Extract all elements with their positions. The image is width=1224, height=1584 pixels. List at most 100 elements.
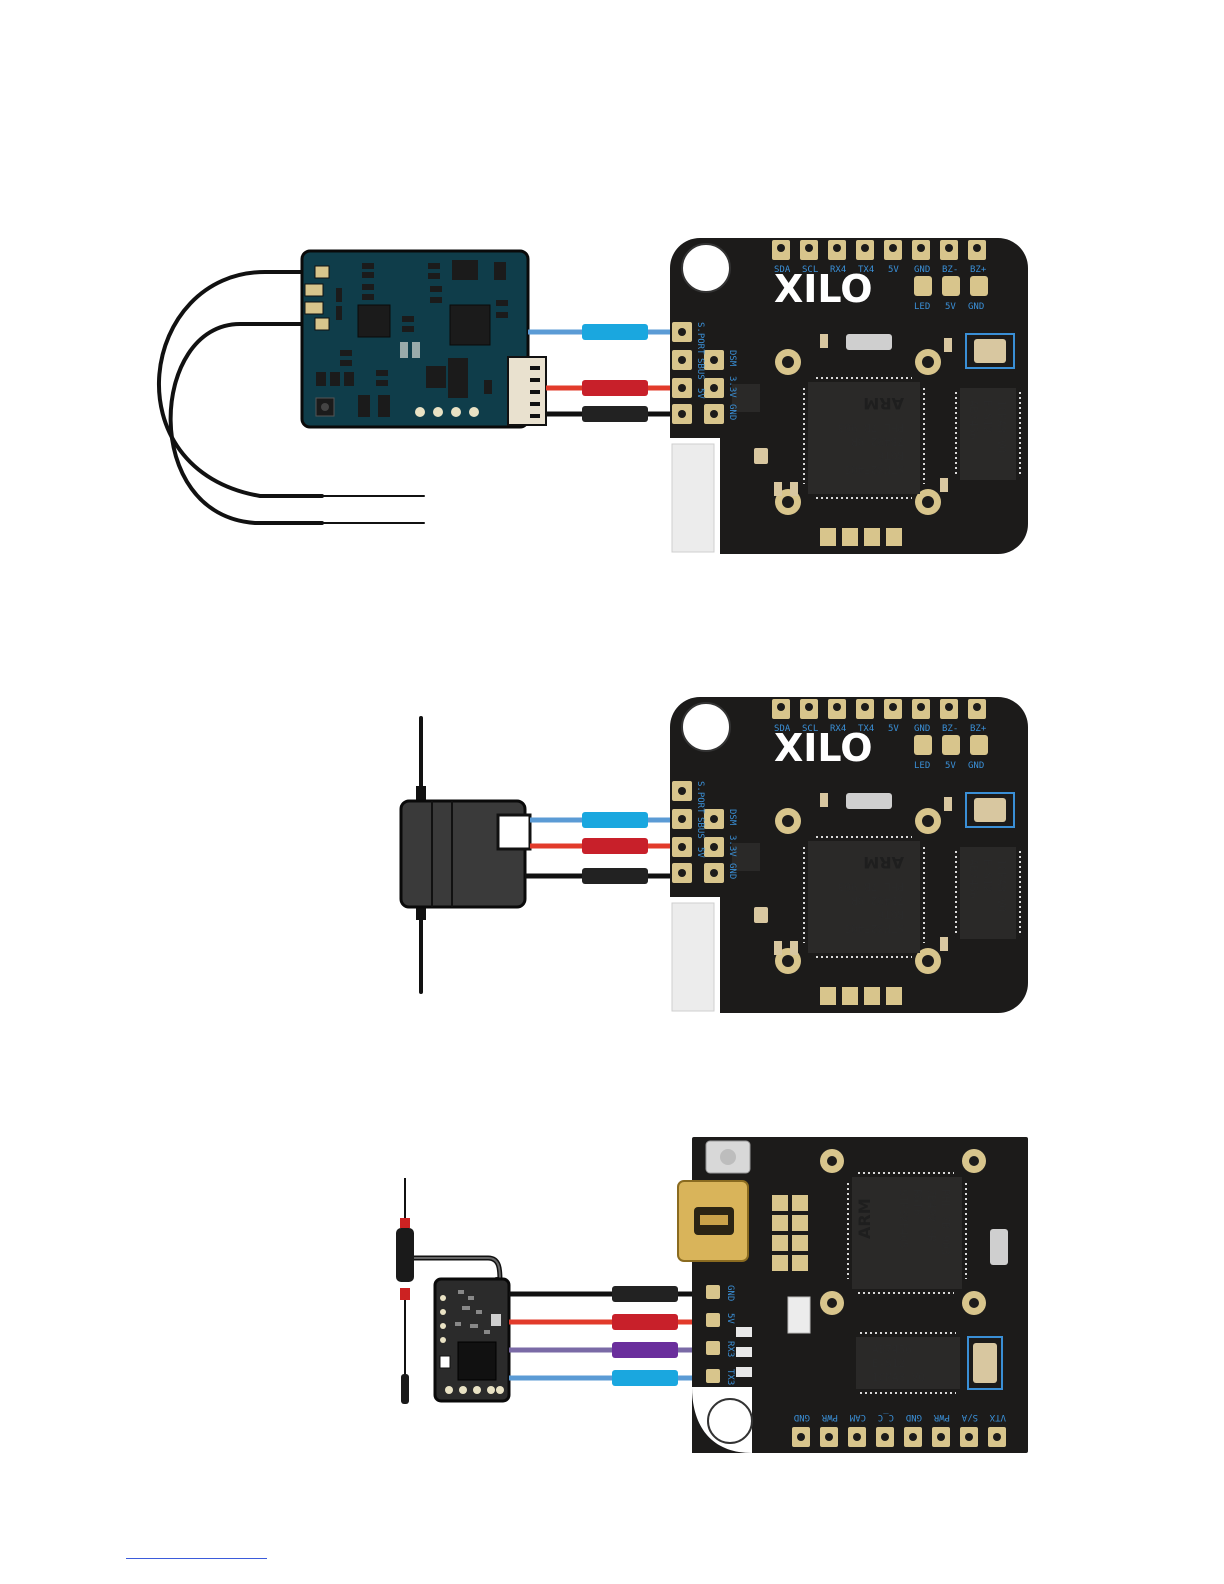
pad-label: LED bbox=[914, 302, 930, 312]
mcu-label: RGT6 bbox=[878, 908, 905, 921]
mcu-label: 7B492 9R bbox=[851, 435, 904, 448]
pad-label: GND bbox=[725, 1285, 735, 1301]
pad-label: GND bbox=[968, 761, 984, 771]
osd-label: E-S12 bbox=[872, 1357, 905, 1370]
pad-label: LED bbox=[914, 761, 930, 771]
pad-label: S.PORT bbox=[695, 322, 705, 355]
pad-label: GND bbox=[906, 1412, 922, 1422]
pad-label: DSM bbox=[727, 350, 737, 367]
pad-label: 5V bbox=[725, 1313, 735, 1324]
pad-label: SDA bbox=[774, 724, 791, 734]
pad-label: BZ- bbox=[942, 724, 958, 734]
flight-controller-top-1: XILO SDA SCL RX4 TX4 5V GND BZ- BZ+ LED … bbox=[669, 237, 1029, 555]
pad-label: RX3 bbox=[725, 1341, 735, 1357]
satellite-antennas bbox=[416, 716, 426, 994]
mcu-label: RGT6 bbox=[878, 449, 905, 462]
mcu-chip: STM32F405 RGT6 7B492 9R PHL 7B 903 ARM bbox=[855, 1189, 952, 1255]
pad-label: BZ- bbox=[942, 265, 958, 275]
pad-label: RX4 bbox=[830, 724, 846, 734]
osd-label: AB7456 bbox=[872, 1343, 912, 1356]
pad-label: S/A bbox=[961, 1412, 978, 1422]
fc-side-pad-labels: S.PORT SBUS DSM 3.3V 5V GND bbox=[695, 322, 737, 420]
pad-label: 5V bbox=[945, 302, 956, 312]
receiver-pcb bbox=[300, 249, 547, 429]
diagram-2-satellite-receiver bbox=[399, 716, 716, 994]
mcu-label: 7B492 9R bbox=[925, 1189, 938, 1242]
pad-label: TX4 bbox=[858, 265, 874, 275]
pad-label: TX4 bbox=[858, 724, 874, 734]
wires-diagram-1 bbox=[528, 324, 682, 422]
pad-label: BZ+ bbox=[970, 724, 987, 734]
pad-label: 5V bbox=[695, 847, 705, 858]
osd-chip: AB7456 E-S12 1CMA8 VO bbox=[872, 1343, 925, 1384]
mcu-brand: ARM bbox=[863, 394, 904, 413]
pad-label: CAM bbox=[849, 1412, 866, 1422]
wires-diagram-3 bbox=[509, 1286, 710, 1386]
pad-label: GND bbox=[727, 863, 737, 879]
satellite-body bbox=[399, 799, 532, 909]
fc-top-pad-labels: SDA SCL RX4 TX4 5V GND BZ- BZ+ LED 5V GN… bbox=[774, 265, 987, 312]
fc-logo: XILO bbox=[774, 726, 873, 770]
pad-label: GND bbox=[914, 265, 930, 275]
pad-label: SCL bbox=[802, 724, 818, 734]
pad-label: C_C bbox=[878, 1412, 894, 1422]
receiver-antennas bbox=[157, 270, 425, 525]
pad-label: PWR bbox=[821, 1412, 838, 1422]
pad-label: GND bbox=[968, 302, 984, 312]
mcu-chip: STM32F405 RGT6 7B492 9R PHL 7B 903 ARM bbox=[838, 853, 904, 935]
pad-label: VTX bbox=[989, 1412, 1006, 1422]
mcu-label: STM32F405 bbox=[844, 463, 904, 476]
pad-label: 5V bbox=[888, 265, 899, 275]
pad-label: S.PORT bbox=[695, 781, 705, 814]
pad-label: DSM bbox=[727, 809, 737, 826]
mcu-label: RGT6 bbox=[911, 1189, 924, 1216]
pad-label: BZ+ bbox=[970, 265, 987, 275]
pad-label: 5V bbox=[695, 388, 705, 399]
osd-label: 1CMA8 VO bbox=[872, 1371, 925, 1384]
osd-label: E-S12 bbox=[981, 859, 994, 892]
pad-label: TX3 bbox=[725, 1369, 735, 1385]
pad-label: GND bbox=[727, 404, 737, 420]
diagram-1-pcb-receiver bbox=[157, 249, 682, 525]
flight-controller-bottom: VTX S/A PWR GND C_C CAM PWR GND GND 5V R… bbox=[677, 1137, 1028, 1453]
pad-label: 3.3V bbox=[727, 376, 737, 398]
pad-label: 5V bbox=[888, 724, 899, 734]
osd-chip: AB7456 E-S12 1CMA8 VO bbox=[967, 400, 1008, 453]
pad-label: GND bbox=[794, 1412, 810, 1422]
osd-label: AB7456 bbox=[967, 400, 980, 440]
pad-label: SBUS bbox=[695, 817, 705, 839]
fc-top-pad-labels: SDA SCL RX4 TX4 5V GND BZ- BZ+ LED 5V GN… bbox=[774, 724, 987, 771]
footnote-separator bbox=[126, 1558, 267, 1559]
wires-diagram-2 bbox=[525, 812, 716, 884]
fc-logo: XILO bbox=[774, 267, 873, 311]
osd-label: 1CMA8 VO bbox=[995, 400, 1008, 453]
mcu-label: 7B492 9R bbox=[851, 894, 904, 907]
pad-label: 5V bbox=[945, 761, 956, 771]
mini-receiver-board bbox=[433, 1277, 511, 1403]
mcu-brand: ARM bbox=[855, 1198, 874, 1239]
pad-label: RX4 bbox=[830, 265, 846, 275]
mcu-label: STM32F405 bbox=[897, 1189, 910, 1249]
pad-label: SBUS bbox=[695, 358, 705, 380]
mcu-brand: ARM bbox=[863, 853, 904, 872]
pad-label: PWR bbox=[933, 1412, 950, 1422]
fc-bottom-side-labels: GND 5V RX3 TX3 bbox=[725, 1285, 735, 1385]
pad-label: SCL bbox=[802, 265, 818, 275]
flight-controller-top-2: XILO SDA SCL RX4 TX4 5V GND BZ- BZ+ LED … bbox=[669, 696, 1029, 1014]
pad-label: SDA bbox=[774, 265, 791, 275]
osd-chip: AB7456 E-S12 1CMA8 VO bbox=[967, 859, 1008, 912]
fc-bottom-pad-labels: VTX S/A PWR GND C_C CAM PWR GND bbox=[794, 1412, 1006, 1422]
diagram-3-mini-receiver bbox=[396, 1178, 710, 1404]
mcu-label: STM32F405 bbox=[844, 922, 904, 935]
mcu-label: PHL 7B 903 bbox=[838, 421, 904, 434]
pad-label: GND bbox=[914, 724, 930, 734]
mcu-chip: STM32F405 RGT6 7B492 9R PHL 7B 903 ARM bbox=[838, 394, 904, 476]
mcu-label: PHL 7B 903 bbox=[838, 880, 904, 893]
osd-label: E-S12 bbox=[981, 400, 994, 433]
mcu-label: PHL 7B 903 bbox=[939, 1189, 952, 1255]
osd-label: AB7456 bbox=[967, 859, 980, 899]
pad-label: 3.3V bbox=[727, 835, 737, 857]
fc-side-pad-labels: S.PORT SBUS DSM 3.3V 5V GND bbox=[695, 781, 737, 879]
osd-label: 1CMA8 VO bbox=[995, 859, 1008, 912]
